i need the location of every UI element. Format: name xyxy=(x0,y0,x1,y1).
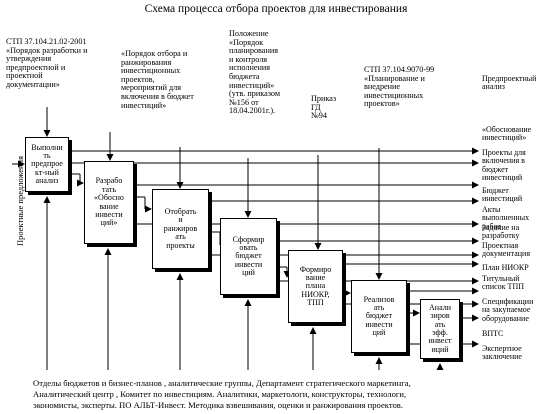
control-label-1: СТП 37.104.21.02-2001 «Порядок разработк… xyxy=(6,37,88,90)
process-box-2: Разрабо тать «Обосно вание инвести ций» xyxy=(84,161,134,244)
output-label-5: Акты выполненных работ xyxy=(482,205,530,231)
mechanism-text: Отделы бюджетов и бизнес-планов , аналит… xyxy=(33,378,411,411)
output-label-11: ВПТС xyxy=(482,329,504,338)
process-box-5: Формиро вание плана НИОКР, ТПП xyxy=(288,250,343,323)
control-label-3: Положение «Порядок планирования и контро… xyxy=(229,29,281,116)
output-label-6: Задание на разработку xyxy=(482,223,520,241)
process-box-3: Отобрать и ранжиров ать проекты xyxy=(152,189,209,269)
process-box-7: Анали зиров ать эфф. инвест иций xyxy=(420,299,460,359)
diagram-title: Схема процесса отбора проектов для инвес… xyxy=(144,3,408,15)
control-label-2: «Порядок отбора и ранжирования инвестици… xyxy=(121,49,194,110)
output-label-10: Спецификации на закупаемое оборудование xyxy=(482,297,534,323)
process-box-2-label: Разрабо тать «Обосно вание инвести ций» xyxy=(94,176,124,228)
process-box-5-label: Формиро вание плана НИОКР, ТПП xyxy=(299,264,332,308)
process-box-6-label: Реализов ать бюджет инвести ций xyxy=(363,294,395,338)
output-label-7: Проектная документация xyxy=(482,241,531,259)
process-box-1-label: Выполни ть предпроe кт-ный анализ xyxy=(31,142,63,186)
process-box-6: Реализов ать бюджет инвести ций xyxy=(351,280,407,353)
process-box-4: Сформир овать бюджет инвести ций xyxy=(220,218,277,295)
output-label-9: Титульный список ТПП xyxy=(482,274,524,292)
control-label-5: СТП 37.104.9070-99 «Планирование и внедр… xyxy=(364,65,435,109)
output-label-8: План НИОКР xyxy=(482,263,529,272)
process-box-7-label: Анали зиров ать эфф. инвест иций xyxy=(428,302,452,354)
process-box-4-label: Сформир овать бюджет инвести ций xyxy=(232,234,265,278)
output-label-1: Предпроектный анализ xyxy=(482,74,537,92)
process-box-3-label: Отобрать и ранжиров ать проекты xyxy=(163,207,198,250)
output-label-2: «Обоснование инвестиций» xyxy=(482,125,532,143)
process-box-1: Выполни ть предпроe кт-ный анализ xyxy=(25,137,69,192)
control-label-4: Приказ ГД №94 xyxy=(311,94,337,121)
output-label-4: Бюджет инвестиций xyxy=(482,186,523,204)
output-label-12: Экспертное заключение xyxy=(482,344,522,362)
output-label-3: Проекты для включения в бюджет инвестици… xyxy=(482,148,526,183)
